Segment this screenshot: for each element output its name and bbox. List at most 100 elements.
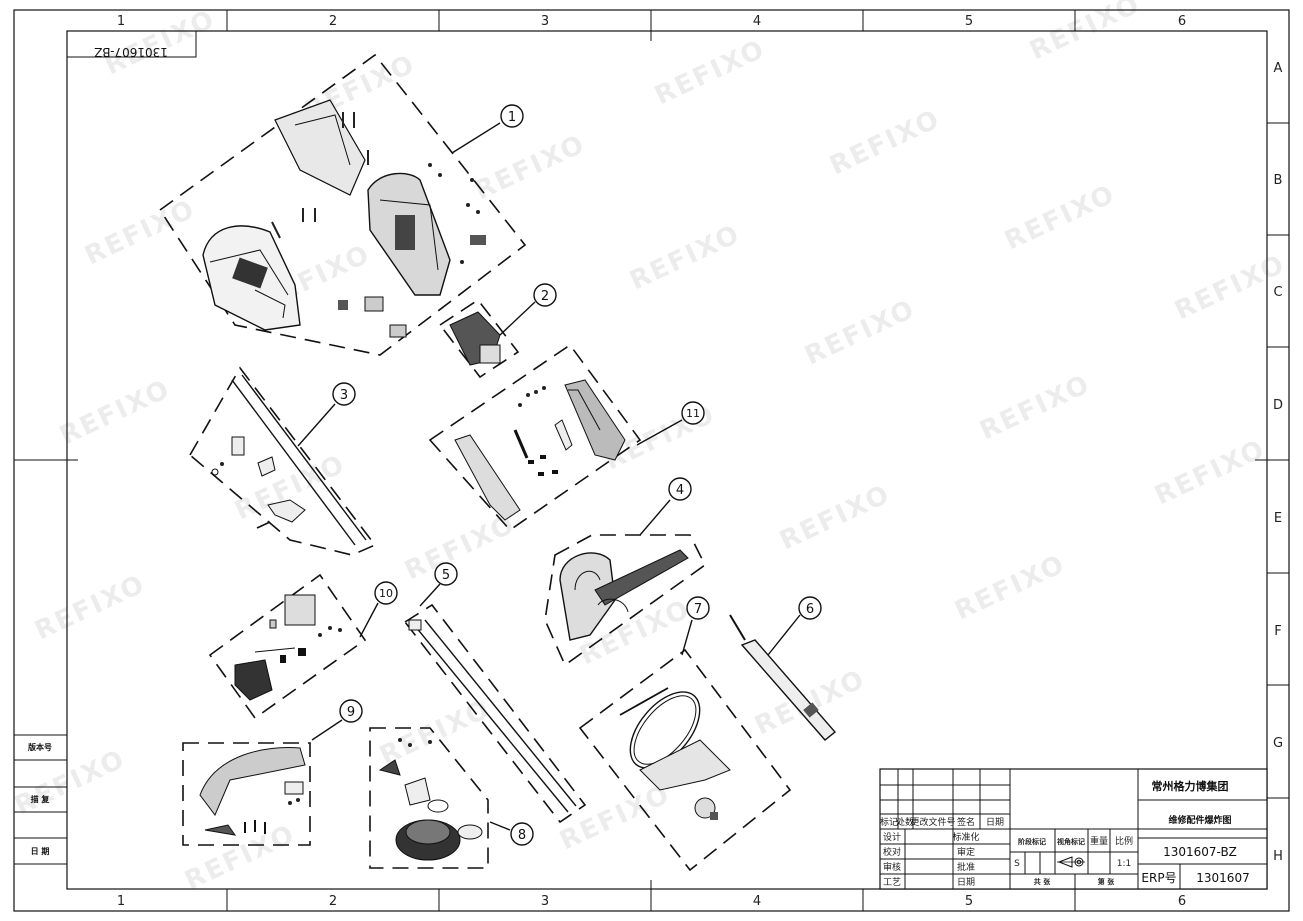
balloon-number: 7	[694, 602, 702, 617]
watermark: REFIXO	[55, 374, 175, 451]
col-label: 5	[965, 894, 973, 909]
row-label: D	[1273, 398, 1283, 413]
tb-audit: 审核	[883, 861, 901, 873]
watermark: REFIXO	[825, 104, 945, 181]
left-side-table: 版本号 描 复 日 期	[14, 734, 67, 865]
balloon-number: 9	[347, 705, 355, 720]
title-block: 标记 处数 更改文件号 签名 日期 设计 标准化 校对 审定 审核 批准 工艺 …	[879, 768, 1268, 890]
tb-stage-mark: 阶段标记	[1018, 837, 1046, 846]
part-group-1-housing	[158, 53, 527, 356]
balloon-number: 4	[676, 483, 684, 498]
tb-std: 标准化	[952, 831, 979, 843]
tb-drawing-number: 1301607-BZ	[1163, 845, 1237, 859]
col-label: 1	[117, 14, 125, 29]
tb-stage-value: S	[1014, 859, 1020, 869]
tb-review: 审定	[957, 846, 975, 858]
part-group-6-pole	[729, 614, 837, 741]
tb-header-count: 处数	[896, 816, 914, 828]
tb-approve: 批准	[957, 861, 975, 873]
projection-symbol-icon	[1057, 856, 1085, 868]
balloon-2: 2	[533, 283, 557, 307]
col-label: 6	[1178, 14, 1186, 29]
balloon-3: 3	[332, 382, 356, 406]
balloon-set: 1 2 3 4 5 6 7 8 9 10 11	[332, 104, 822, 846]
row-label: F	[1274, 624, 1281, 639]
col-label: 4	[753, 14, 761, 29]
balloon-number: 6	[806, 602, 814, 617]
watermark: REFIXO	[180, 819, 300, 896]
watermark: REFIXO	[375, 694, 495, 771]
part-group-11-handle	[428, 343, 642, 532]
tb-date2: 日期	[957, 877, 975, 888]
balloon-9: 9	[339, 699, 363, 723]
balloon-4: 4	[668, 477, 692, 501]
tb-total-sheets: 共 张	[1034, 877, 1051, 886]
column-ruler-bottom: 1 2 3 4 5 6	[117, 880, 1186, 911]
balloon-10: 10	[374, 581, 398, 605]
screw-set	[271, 112, 369, 239]
watermark: REFIXO	[625, 219, 745, 296]
tb-sheet-no: 第 张	[1098, 877, 1115, 886]
tb-check: 校对	[883, 846, 901, 858]
watermark: REFIXO	[775, 479, 895, 556]
row-label: B	[1274, 173, 1283, 188]
row-label: C	[1273, 285, 1282, 300]
leader-lines	[297, 122, 801, 831]
row-label: A	[1274, 61, 1283, 76]
tb-scale-value: 1:1	[1117, 859, 1131, 869]
tb-scale: 比例	[1115, 835, 1133, 847]
part-group-3-tube	[188, 366, 377, 556]
part-group-2-motor	[438, 298, 520, 379]
part-group-5-lower-tube	[403, 603, 587, 824]
balloon-number: 1	[508, 110, 516, 125]
code-stamp-text: 1301607-BZ	[94, 45, 168, 59]
watermark: REFIXO	[10, 744, 130, 821]
tb-drawing-title: 维修配件爆炸图	[1168, 814, 1231, 826]
col-label: 1	[117, 894, 125, 909]
watermark: REFIXO	[1150, 434, 1270, 511]
watermark: REFIXO	[30, 569, 150, 646]
tb-process: 工艺	[883, 877, 901, 888]
tb-weight: 重量	[1090, 835, 1108, 847]
balloon-8: 8	[510, 822, 534, 846]
row-label: E	[1274, 511, 1282, 526]
tb-header-sign: 签名	[957, 816, 975, 828]
balloon-number: 10	[379, 587, 393, 600]
balloon-11: 11	[681, 401, 705, 425]
balloon-5: 5	[434, 562, 458, 586]
watermark: REFIXO	[1170, 249, 1290, 326]
watermark: REFIXO	[975, 369, 1095, 446]
part-group-4-guard	[544, 534, 707, 667]
tb-erp-label: ERP号	[1141, 871, 1176, 885]
tb-erp-value: 1301607	[1196, 871, 1249, 885]
balloon-number: 2	[541, 289, 549, 304]
col-label: 5	[965, 14, 973, 29]
tb-header-date: 日期	[986, 817, 1004, 828]
part-group-8-trimmer-head	[369, 727, 489, 869]
tb-header-change-doc: 更改文件号	[910, 816, 955, 828]
balloon-number: 11	[686, 407, 700, 420]
watermark: REFIXO	[950, 549, 1070, 626]
col-label: 2	[329, 14, 337, 29]
tb-header-mark: 标记	[880, 816, 898, 828]
balloon-6: 6	[798, 596, 822, 620]
watermark: REFIXO	[800, 294, 920, 371]
part-group-10-switch-kit	[208, 573, 367, 720]
balloon-number: 5	[442, 568, 450, 583]
tb-company: 常州格力博集团	[1152, 779, 1229, 793]
part-group-7-blade-kit	[578, 648, 792, 872]
column-ruler-top: 1 2 3 4 5 6	[117, 10, 1186, 41]
row-label: G	[1273, 736, 1283, 751]
row-ruler-right: A B C D E F G H	[1255, 61, 1289, 864]
balloon-1: 1	[500, 104, 524, 128]
balloon-number: 3	[340, 388, 348, 403]
row-label: H	[1273, 849, 1283, 864]
col-label: 2	[329, 894, 337, 909]
col-label: 6	[1178, 894, 1186, 909]
tb-view-mark: 视角标记	[1057, 837, 1085, 846]
balloon-7: 7	[686, 596, 710, 620]
col-label: 3	[541, 894, 549, 909]
watermark: REFIXO	[650, 34, 770, 111]
drawing-code-stamp: 1301607-BZ	[66, 30, 197, 59]
